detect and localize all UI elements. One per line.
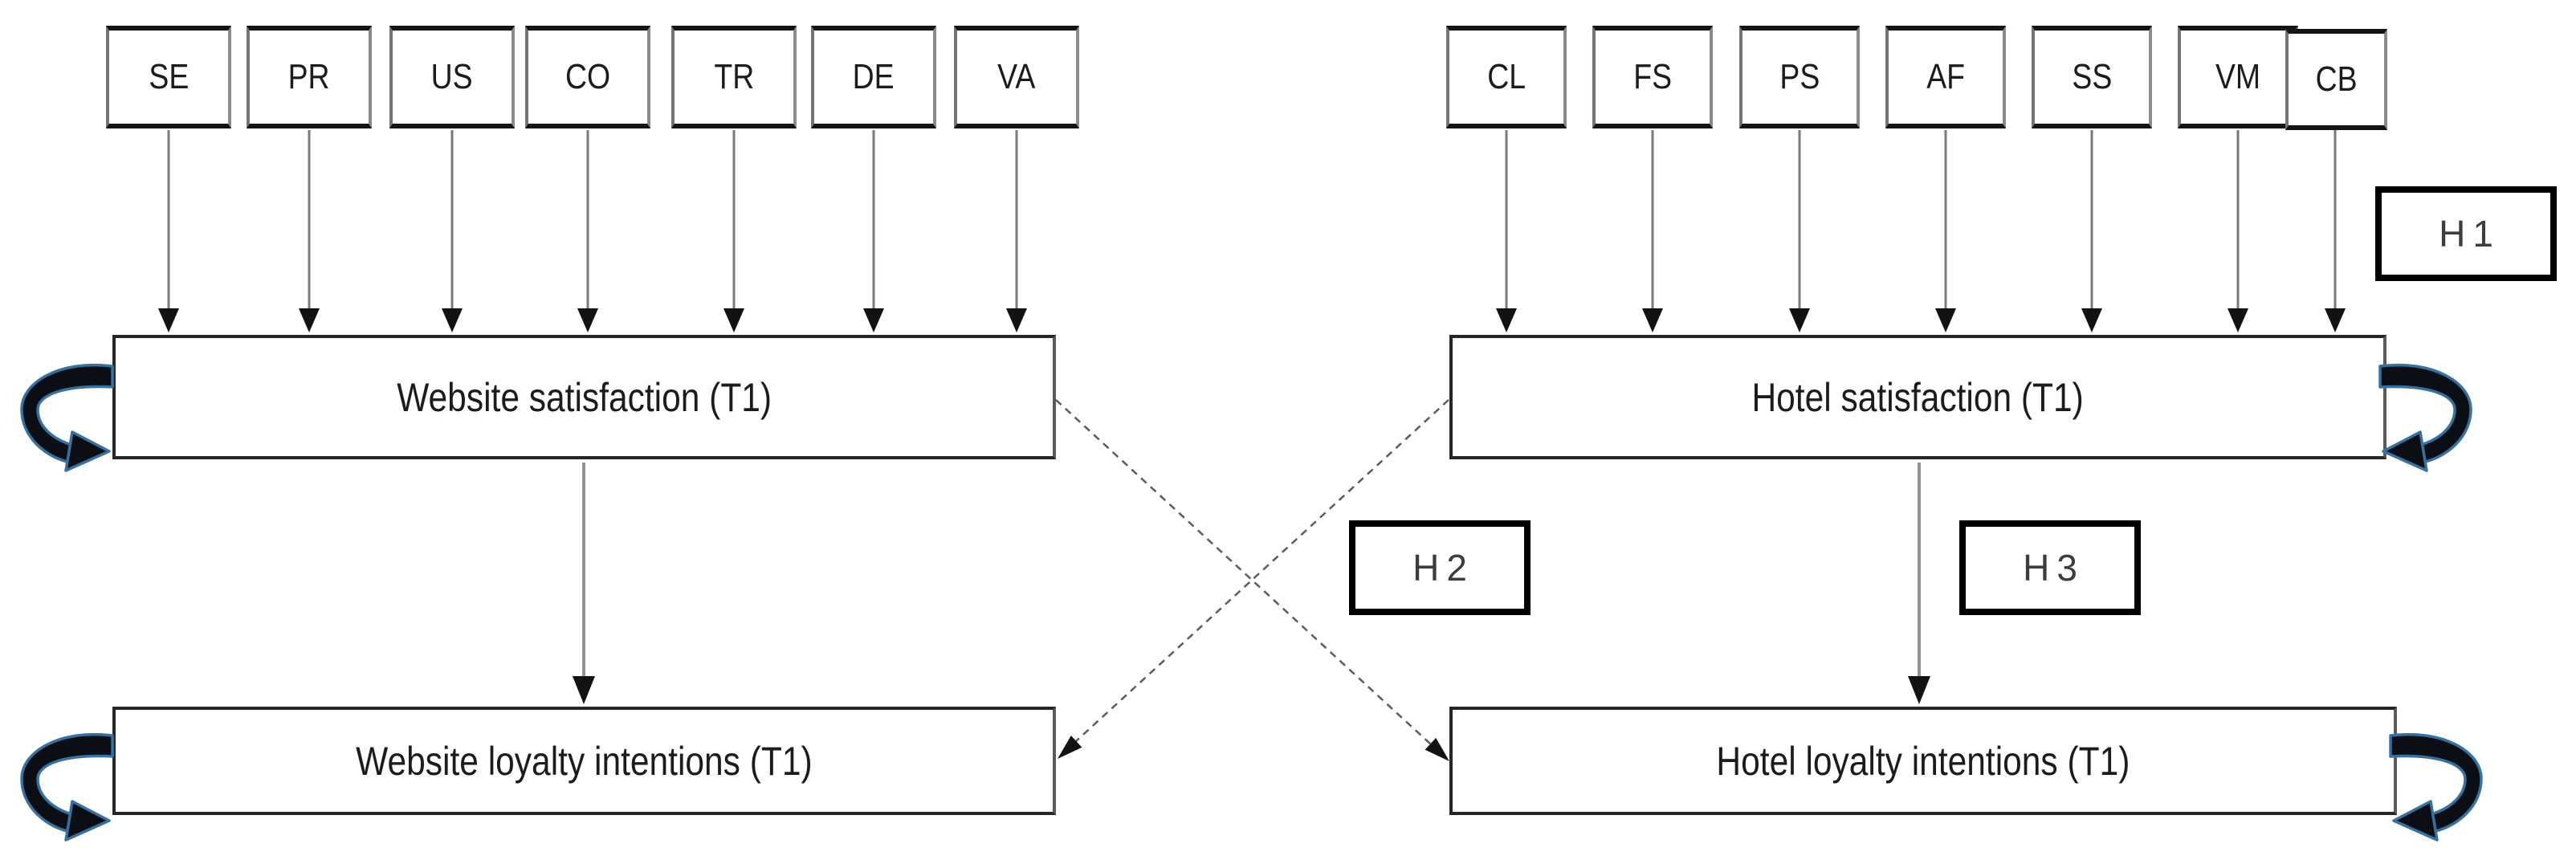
indicator-label-se: SE xyxy=(149,57,189,96)
hypothesis-h3-box: H3 xyxy=(1959,520,2141,615)
hypothesis-h3-label: H3 xyxy=(2023,547,2085,589)
indicator-label-ss: SS xyxy=(2072,57,2112,96)
indicator-box-va: VA xyxy=(954,26,1079,128)
indicator-box-se: SE xyxy=(106,26,231,128)
website-loyalty-label: Website loyalty intentions (T1) xyxy=(356,738,813,784)
hotel-satisfaction-box: Hotel satisfaction (T1) xyxy=(1449,335,2386,459)
indicator-box-co: CO xyxy=(525,26,650,128)
indicator-label-tr: TR xyxy=(714,57,754,96)
hotel-loyalty-label: Hotel loyalty intentions (T1) xyxy=(1716,738,2130,784)
indicator-label-af: AF xyxy=(1926,57,1965,96)
indicator-box-vm: VM xyxy=(2178,26,2298,128)
indicator-box-tr: TR xyxy=(671,26,797,128)
indicator-label-cb: CB xyxy=(2315,59,2358,99)
indicator-label-cl: CL xyxy=(1487,57,1526,96)
hypothesis-h2-box: H2 xyxy=(1349,520,1531,615)
indicator-box-cb: CB xyxy=(2285,29,2387,130)
indicator-box-af: AF xyxy=(1885,26,2006,128)
indicator-box-de: DE xyxy=(811,26,936,128)
hotel-satisfaction-loop-arrow-icon xyxy=(2378,364,2472,472)
website-satisfaction-to-hotel-loyalty-dashed-arrow xyxy=(1055,399,1449,761)
indicator-label-co: CO xyxy=(565,57,611,96)
indicator-box-us: US xyxy=(389,26,515,128)
indicator-label-ps: PS xyxy=(1779,57,1820,96)
indicator-box-ps: PS xyxy=(1739,26,1860,128)
hypothesis-h1-label: H1 xyxy=(2439,213,2501,255)
website-satisfaction-loop-arrow-icon xyxy=(20,364,114,472)
indicator-box-cl: CL xyxy=(1446,26,1567,128)
hotel-satisfaction-to-loyalty-arrow xyxy=(1908,463,1930,704)
indicator-label-vm: VM xyxy=(2215,57,2261,96)
hotel-loyalty-loop-arrow-icon xyxy=(2389,733,2483,842)
indicator-label-pr: PR xyxy=(288,57,330,96)
indicator-label-va: VA xyxy=(997,57,1036,96)
website-loyalty-loop-arrow-icon xyxy=(20,733,114,842)
hotel-indicator-arrows xyxy=(1496,130,2346,332)
hypothesis-h1-box: H1 xyxy=(2375,186,2557,281)
website-satisfaction-label: Website satisfaction (T1) xyxy=(397,374,772,420)
hotel-satisfaction-to-website-loyalty-dashed-arrow xyxy=(1058,399,1449,759)
website-satisfaction-box: Website satisfaction (T1) xyxy=(112,335,1056,459)
hypothesis-h2-label: H2 xyxy=(1412,547,1474,589)
hotel-loyalty-box: Hotel loyalty intentions (T1) xyxy=(1449,707,2397,815)
website-satisfaction-to-loyalty-arrow xyxy=(573,463,595,704)
website-loyalty-box: Website loyalty intentions (T1) xyxy=(112,707,1056,815)
indicator-box-fs: FS xyxy=(1592,26,1713,128)
indicator-label-us: US xyxy=(431,57,473,96)
indicator-box-ss: SS xyxy=(2032,26,2152,128)
website-indicator-arrows xyxy=(158,130,1027,332)
indicator-box-pr: PR xyxy=(247,26,372,128)
indicator-label-fs: FS xyxy=(1633,57,1672,96)
indicator-label-de: DE xyxy=(853,57,895,96)
hotel-satisfaction-label: Hotel satisfaction (T1) xyxy=(1751,374,2085,420)
